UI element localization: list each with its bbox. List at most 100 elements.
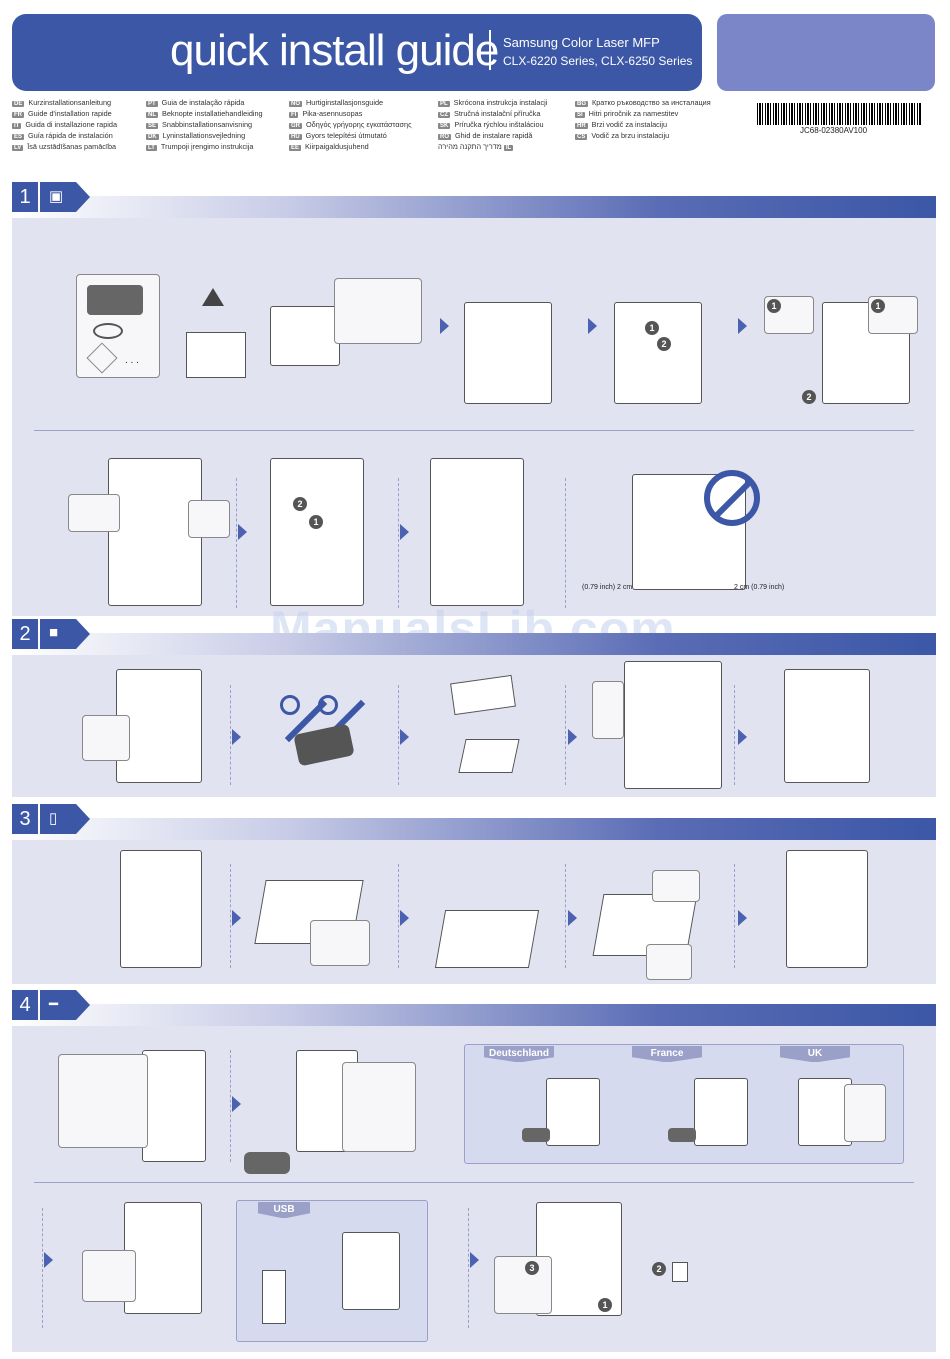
- step-divider: [565, 685, 566, 785]
- step-arrow-icon: [400, 910, 409, 926]
- tape-detail-callout: [334, 278, 422, 344]
- clearance-left-label: (0.79 inch) 2 cm: [582, 584, 633, 591]
- paper-fan-illustration: [430, 864, 526, 894]
- product-series: CLX-6220 Series, CLX-6250 Series: [503, 54, 693, 68]
- step-divider: [398, 478, 399, 608]
- section-4-panel: Deutschland France UK USB 3 2 1: [12, 1026, 936, 1352]
- country-tab-france: France: [632, 1046, 702, 1062]
- printer-tray: [120, 850, 202, 968]
- step-badge: 1: [598, 1298, 612, 1312]
- detail-callout: [188, 500, 230, 538]
- header-separator: [489, 30, 491, 70]
- detail-callout: [592, 681, 624, 739]
- step-divider: [565, 864, 566, 968]
- section-2-number: 2: [12, 619, 38, 649]
- detail-callout: [82, 715, 130, 761]
- usb-tab: USB: [258, 1202, 310, 1218]
- power-port-callout: [82, 1250, 136, 1302]
- shipping-box: [186, 332, 246, 378]
- printer-rear: [342, 1232, 400, 1310]
- telephone-icon: [522, 1128, 550, 1142]
- detail-callout: [652, 870, 700, 902]
- paper-tray: [434, 910, 540, 968]
- prohibited-icon: [704, 470, 760, 526]
- barcode-number: JC68-02380AV100: [800, 126, 868, 135]
- product-name: Samsung Color Laser MFP: [503, 35, 660, 50]
- step-badge: 2: [652, 1262, 666, 1276]
- prohibited-icon: [280, 695, 300, 715]
- step-divider: [398, 864, 399, 968]
- step-badge: 2: [802, 390, 816, 404]
- step-divider: [565, 478, 566, 608]
- step-arrow-icon: [400, 729, 409, 745]
- phone-port-callout: [342, 1062, 416, 1152]
- package-contents-box: . . .: [76, 274, 160, 378]
- step-divider: [230, 864, 231, 968]
- step-arrow-icon: [588, 318, 597, 334]
- step-arrow-icon: [568, 910, 577, 926]
- step-divider: [230, 685, 231, 785]
- step-divider: [42, 1208, 43, 1328]
- printer-open-lid: [464, 302, 552, 404]
- phone-port-callout: [844, 1084, 886, 1142]
- telephone-icon: [668, 1128, 696, 1142]
- step-arrow-icon: [232, 729, 241, 745]
- step-arrow-icon: [738, 318, 747, 334]
- warning-icon: [202, 288, 224, 306]
- section-2-bar: [12, 633, 936, 655]
- step-arrow-icon: [232, 910, 241, 926]
- clearance-right-label: 2 cm (0.79 inch): [734, 584, 785, 591]
- step-badge: 2: [657, 337, 671, 351]
- country-tab-uk: UK: [780, 1046, 850, 1062]
- section-3-panel: [12, 840, 936, 984]
- step-arrow-icon: [232, 1096, 241, 1112]
- printer-rear: [142, 1050, 206, 1162]
- step-divider: [734, 864, 735, 968]
- printer-rear: [546, 1078, 600, 1146]
- computer-tower-icon: [262, 1270, 286, 1324]
- section-4-bar: [12, 1004, 936, 1026]
- section-1-bar: [12, 196, 936, 218]
- section-1-panel: . . . 1 2 1 1 2 2 1 (0.79 inch) 2 cm 2 c…: [12, 218, 936, 616]
- step-divider: [398, 685, 399, 785]
- prohibited-icon: [318, 695, 338, 715]
- power-switch-callout: 3: [494, 1256, 552, 1314]
- detail-callout: 1: [868, 296, 918, 334]
- section-3-bar: [12, 818, 936, 840]
- phone-port-callout: [58, 1054, 148, 1148]
- printer-rear: [694, 1078, 748, 1146]
- detail-callout: 1: [764, 296, 814, 334]
- wall-outlet-icon: [672, 1262, 688, 1282]
- printer-closed-lid: [430, 458, 524, 606]
- step-arrow-icon: [440, 318, 449, 334]
- section-4-number: 4: [12, 990, 38, 1020]
- toner-cartridge: [293, 723, 355, 767]
- detail-callout: [646, 944, 692, 980]
- step-divider: [734, 685, 735, 785]
- printer-open-lid: [108, 458, 202, 606]
- printer-close-front: [784, 669, 870, 783]
- printer-rear: [124, 1202, 202, 1314]
- printer-open-lid: 1 2: [614, 302, 702, 404]
- step-divider: [468, 1208, 469, 1328]
- step-arrow-icon: [738, 729, 747, 745]
- printer-illustration: [270, 306, 340, 366]
- detail-callout: [310, 920, 370, 966]
